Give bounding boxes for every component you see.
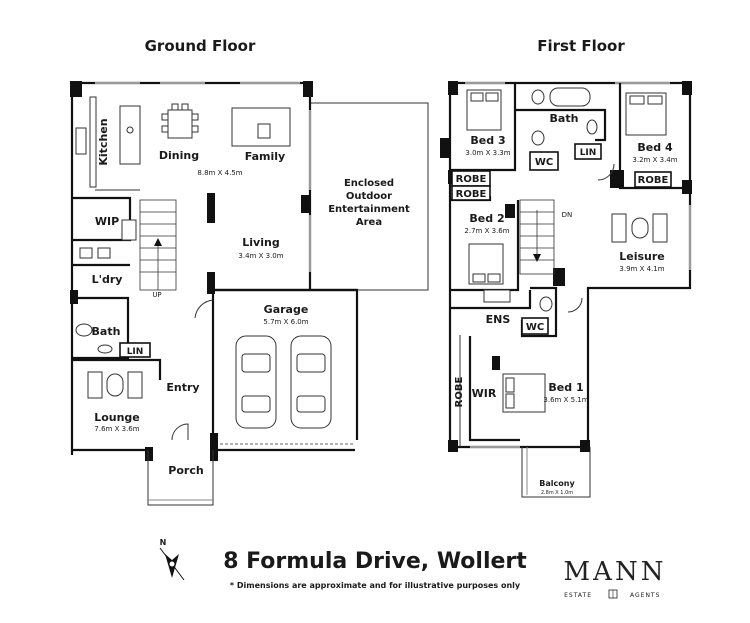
- ensuite-wc-label: WC: [526, 322, 544, 333]
- bed4-label: Bed 4: [637, 141, 673, 154]
- stairs-down-label: DN: [562, 211, 573, 219]
- kitchen-label: Kitchen: [97, 118, 110, 165]
- garage-cars: [235, 335, 332, 429]
- bed3-dimensions: 3.0m X 3.3m: [465, 149, 510, 157]
- garage-label: Garage: [264, 303, 309, 316]
- first-floor-plan: Bed 3 3.0m X 3.3m Bath WC LIN Bed 4 3.2m…: [440, 81, 692, 498]
- bed1-label: Bed 1: [548, 381, 583, 394]
- balcony-label: Balcony: [539, 479, 575, 488]
- wip-label: WIP: [95, 215, 119, 228]
- lin-label: LIN: [127, 347, 144, 357]
- bed4-dimensions: 3.2m X 3.4m: [632, 156, 677, 164]
- upper-lin-label: LIN: [580, 148, 597, 158]
- disclaimer: * Dimensions are approximate and for ill…: [230, 581, 521, 590]
- dining-label: Dining: [159, 149, 199, 162]
- leisure-dimensions: 3.9m X 4.1m: [619, 265, 664, 273]
- first-stairs: [519, 199, 555, 275]
- outdoor-label-line1: Enclosed: [344, 178, 394, 189]
- lounge-label: Lounge: [94, 411, 140, 424]
- living-dimensions: 3.4m X 3.0m: [238, 252, 283, 260]
- north-label: N: [160, 538, 167, 547]
- outdoor-label-line4: Area: [356, 217, 382, 228]
- bed2-label: Bed 2: [469, 212, 504, 225]
- address-title: 8 Formula Drive, Wollert: [223, 549, 527, 574]
- entry-label: Entry: [166, 381, 199, 394]
- bed3-robe-label: ROBE: [456, 174, 487, 185]
- upper-bath-label: Bath: [550, 112, 579, 125]
- bath-label: Bath: [92, 325, 121, 338]
- ground-floor-heading: Ground Floor: [145, 37, 256, 55]
- ensuite-label: ENS: [486, 313, 511, 326]
- balcony-dimensions: 2.8m X 1.0m: [541, 490, 573, 496]
- living-label: Living: [242, 236, 279, 249]
- upper-wc-label: WC: [535, 157, 553, 168]
- leisure-label: Leisure: [619, 250, 665, 263]
- brand-sub-left: ESTATE: [564, 592, 592, 599]
- outdoor-label-line2: Outdoor: [346, 191, 392, 202]
- brand-logo-text: MANN: [564, 557, 667, 587]
- family-dimensions: 8.8m X 4.5m: [197, 169, 242, 177]
- bed3-label: Bed 3: [470, 134, 505, 147]
- laundry-label: L'dry: [92, 273, 123, 286]
- garage-dimensions: 5.7m X 6.0m: [263, 318, 308, 326]
- brand-sub-right: AGENTS: [630, 592, 660, 599]
- brand-emblem-icon: [608, 589, 618, 599]
- wir-label: WIR: [472, 387, 497, 400]
- lounge-dimensions: 7.6m X 3.6m: [94, 425, 139, 433]
- stairs-up-label: UP: [152, 291, 161, 299]
- north-arrow-icon: [159, 547, 185, 581]
- ground-floor-plan: Kitchen Dining Family 8.8m X 4.5m Enclos…: [70, 81, 429, 506]
- porch-label: Porch: [168, 464, 203, 477]
- first-floor-heading: First Floor: [537, 37, 625, 55]
- bed2-robe-label: ROBE: [456, 189, 487, 200]
- family-label: Family: [245, 150, 285, 163]
- bed4-robe-label: ROBE: [638, 175, 669, 186]
- bed1-dimensions: 3.6m X 5.1m: [543, 396, 588, 404]
- bed2-dimensions: 2.7m X 3.6m: [464, 227, 509, 235]
- outdoor-label-line3: Entertainment: [328, 204, 410, 215]
- bed1-robe-label: ROBE: [454, 377, 465, 408]
